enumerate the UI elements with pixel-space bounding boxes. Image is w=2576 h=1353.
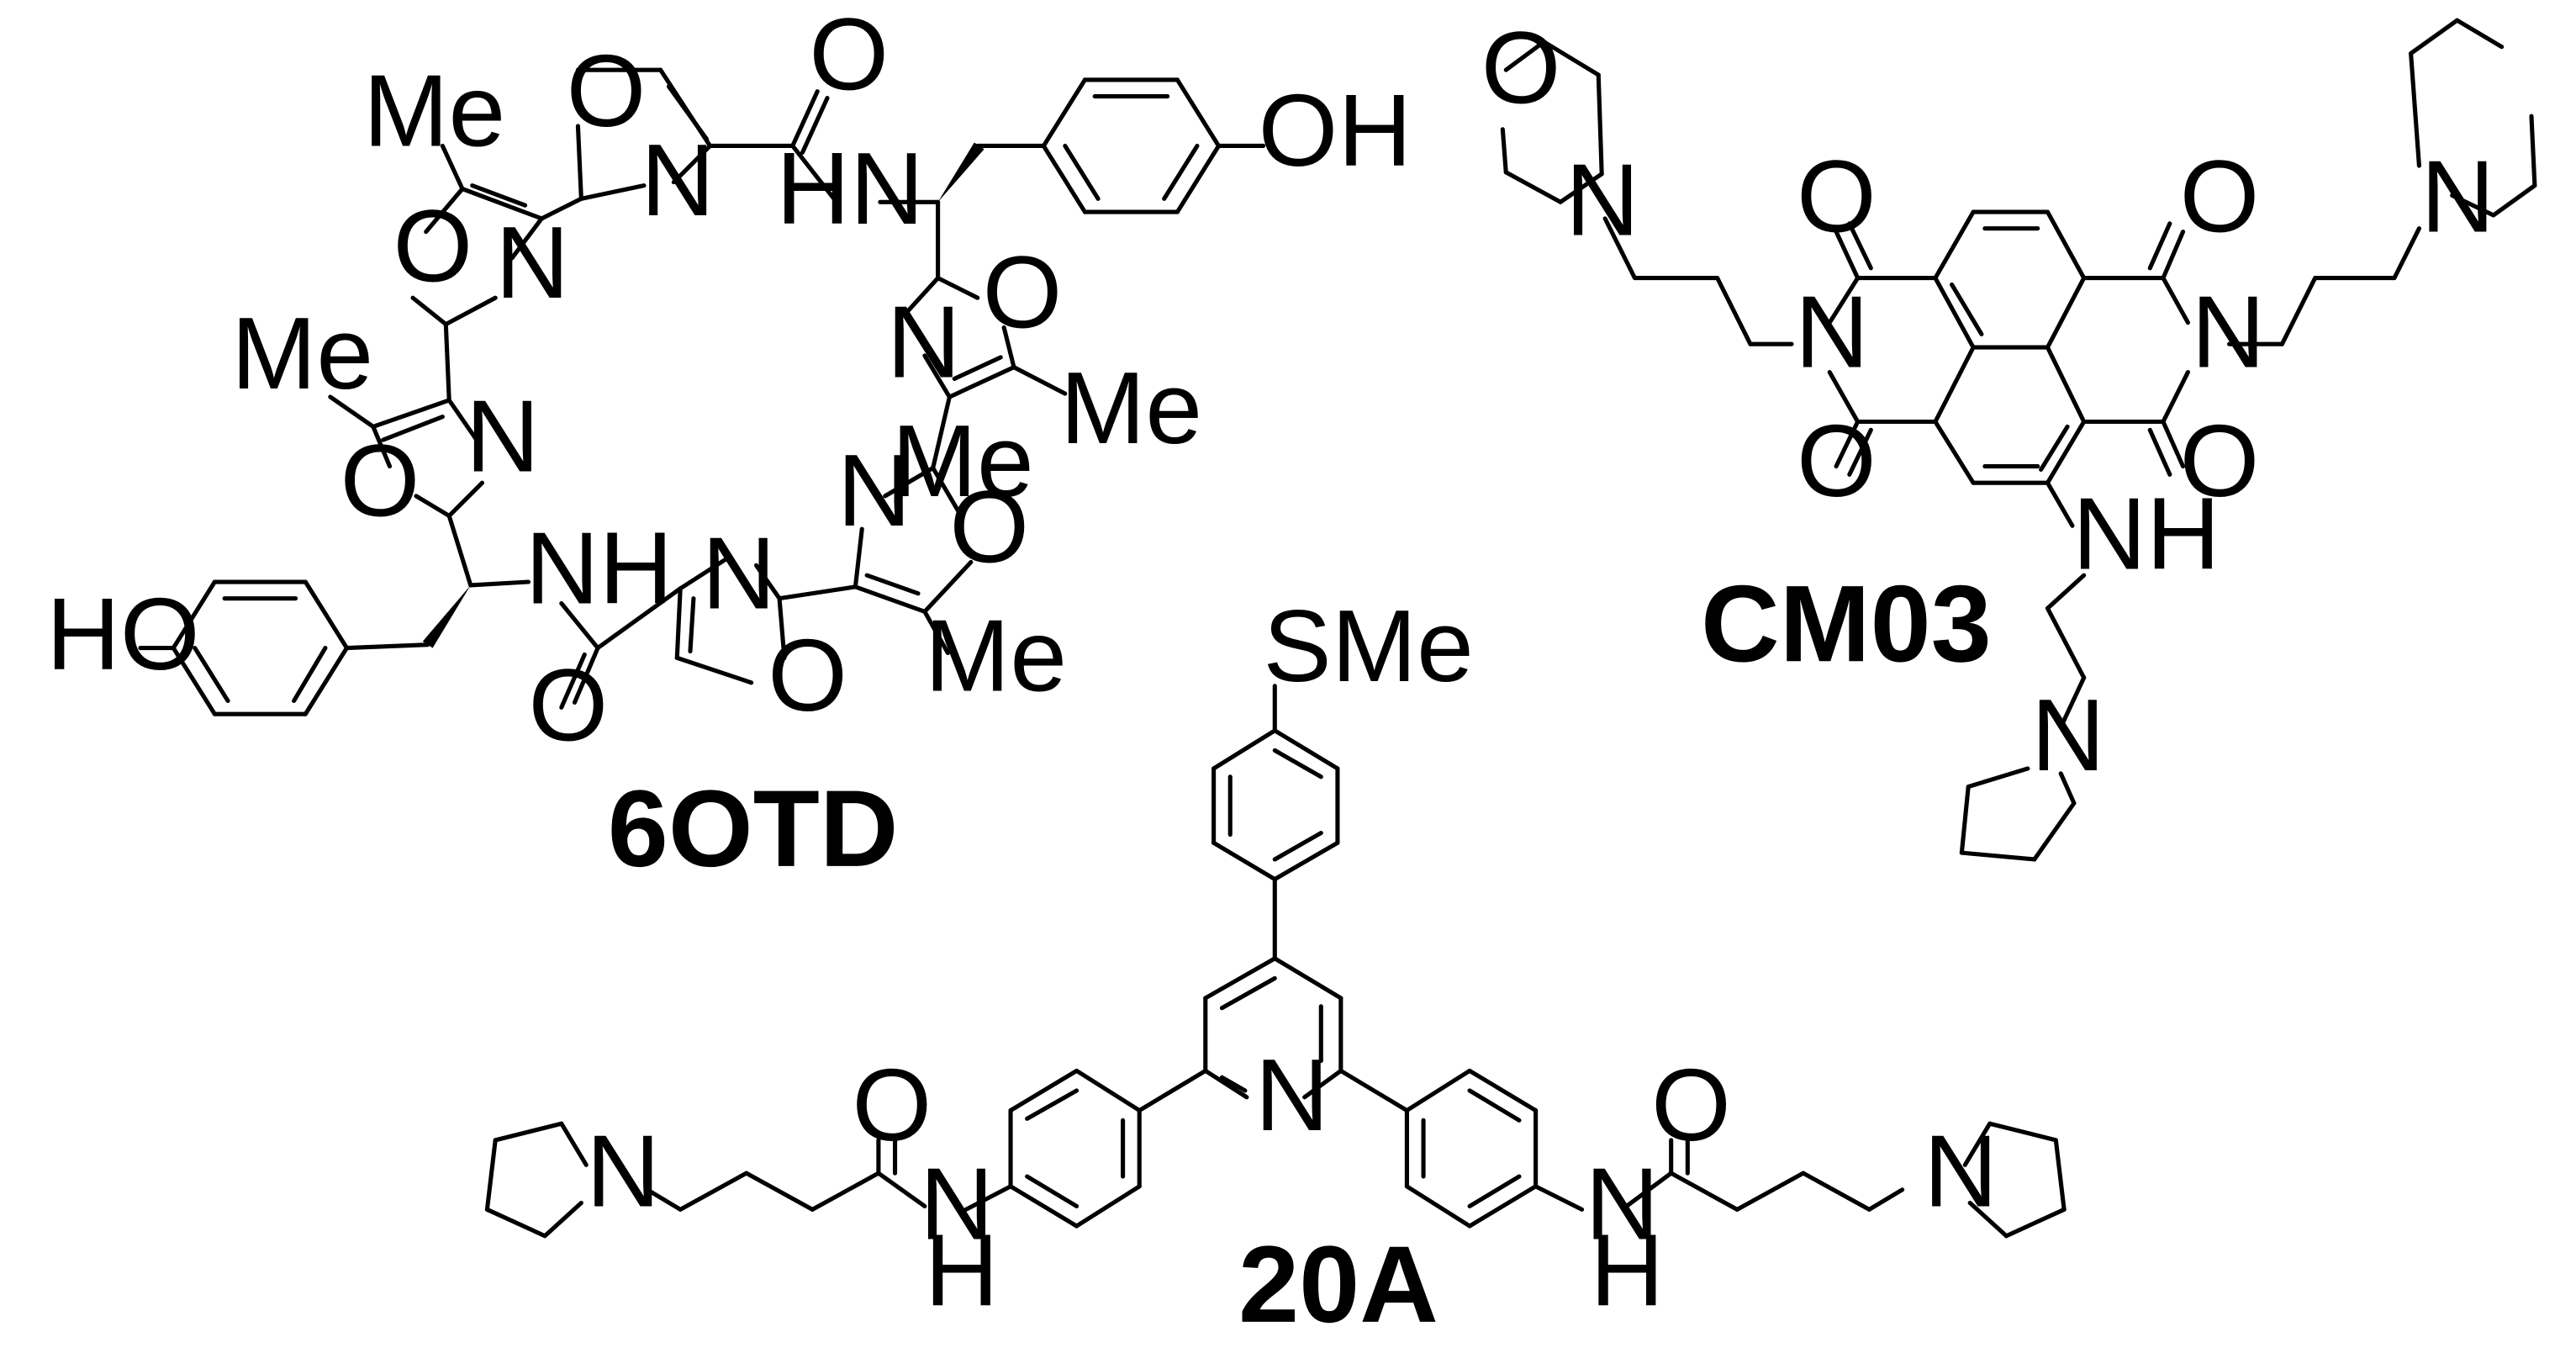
atom-label: H: [1590, 1213, 1664, 1327]
atom-label: H: [925, 1213, 999, 1327]
atom-label: N: [1586, 1147, 1660, 1261]
atom-label: O: [809, 0, 889, 112]
cm03-atom-labels: O N O O N N O O N NH N: [1481, 10, 2495, 791]
atom-label: HN: [776, 131, 924, 246]
atom-label: O: [340, 423, 420, 537]
atom-label: O: [2180, 404, 2260, 518]
atom-label: O: [1797, 140, 1877, 254]
atom-label: NH: [2072, 476, 2220, 590]
atom-label: N: [2031, 678, 2105, 792]
atom-label: N: [2191, 275, 2265, 389]
atom-label: N: [1924, 1113, 1998, 1228]
atom-label: N: [2420, 140, 2494, 254]
atom-label: N: [1795, 275, 1869, 389]
20a-bonds: [484, 684, 2067, 1239]
atom-label: O: [2180, 140, 2260, 254]
atom-label: O: [529, 648, 609, 763]
6otd-atom-labels: Me O N O HN OH O N O Me Me N O O N Me O …: [46, 0, 1412, 763]
atom-label: O: [1797, 404, 1877, 518]
compound-name-6otd: 6OTD: [608, 769, 899, 890]
cm03-bonds: [1500, 18, 2537, 862]
atom-label: N: [887, 284, 961, 399]
atom-label: SMe: [1264, 589, 1474, 703]
atom-label: N: [1255, 1038, 1329, 1152]
atom-label: O: [1481, 10, 1561, 124]
atom-label: Me: [892, 404, 1034, 518]
atom-label: N: [920, 1147, 994, 1261]
atom-label: NH: [525, 511, 673, 626]
20a-atom-labels: SMe N O N N H O N H N: [586, 589, 1998, 1327]
atom-label: Me: [363, 53, 505, 167]
atom-label: O: [852, 1048, 932, 1162]
atom-label: N: [837, 433, 911, 547]
atom-label: N: [702, 515, 776, 630]
atom-label: Me: [925, 599, 1067, 713]
compound-name-cm03: CM03: [1701, 563, 1992, 684]
atom-label: O: [393, 189, 472, 304]
atom-label: N: [586, 1113, 660, 1228]
atom-label: O: [983, 235, 1063, 350]
atom-label: N: [1565, 143, 1639, 257]
compound-name-20a: 20A: [1238, 1224, 1438, 1345]
atom-label: N: [641, 123, 715, 237]
6otd-bonds: [138, 67, 1266, 716]
atom-label: Me: [1060, 351, 1202, 465]
atom-label: OH: [1259, 73, 1412, 188]
atom-label: Me: [231, 296, 373, 410]
atom-label: O: [949, 469, 1029, 584]
atom-label: O: [567, 34, 647, 148]
atom-label: O: [1651, 1048, 1731, 1162]
atom-label: O: [768, 618, 847, 732]
atom-label: N: [466, 378, 540, 493]
atom-label: HO: [46, 577, 200, 691]
atom-label: N: [495, 205, 569, 320]
